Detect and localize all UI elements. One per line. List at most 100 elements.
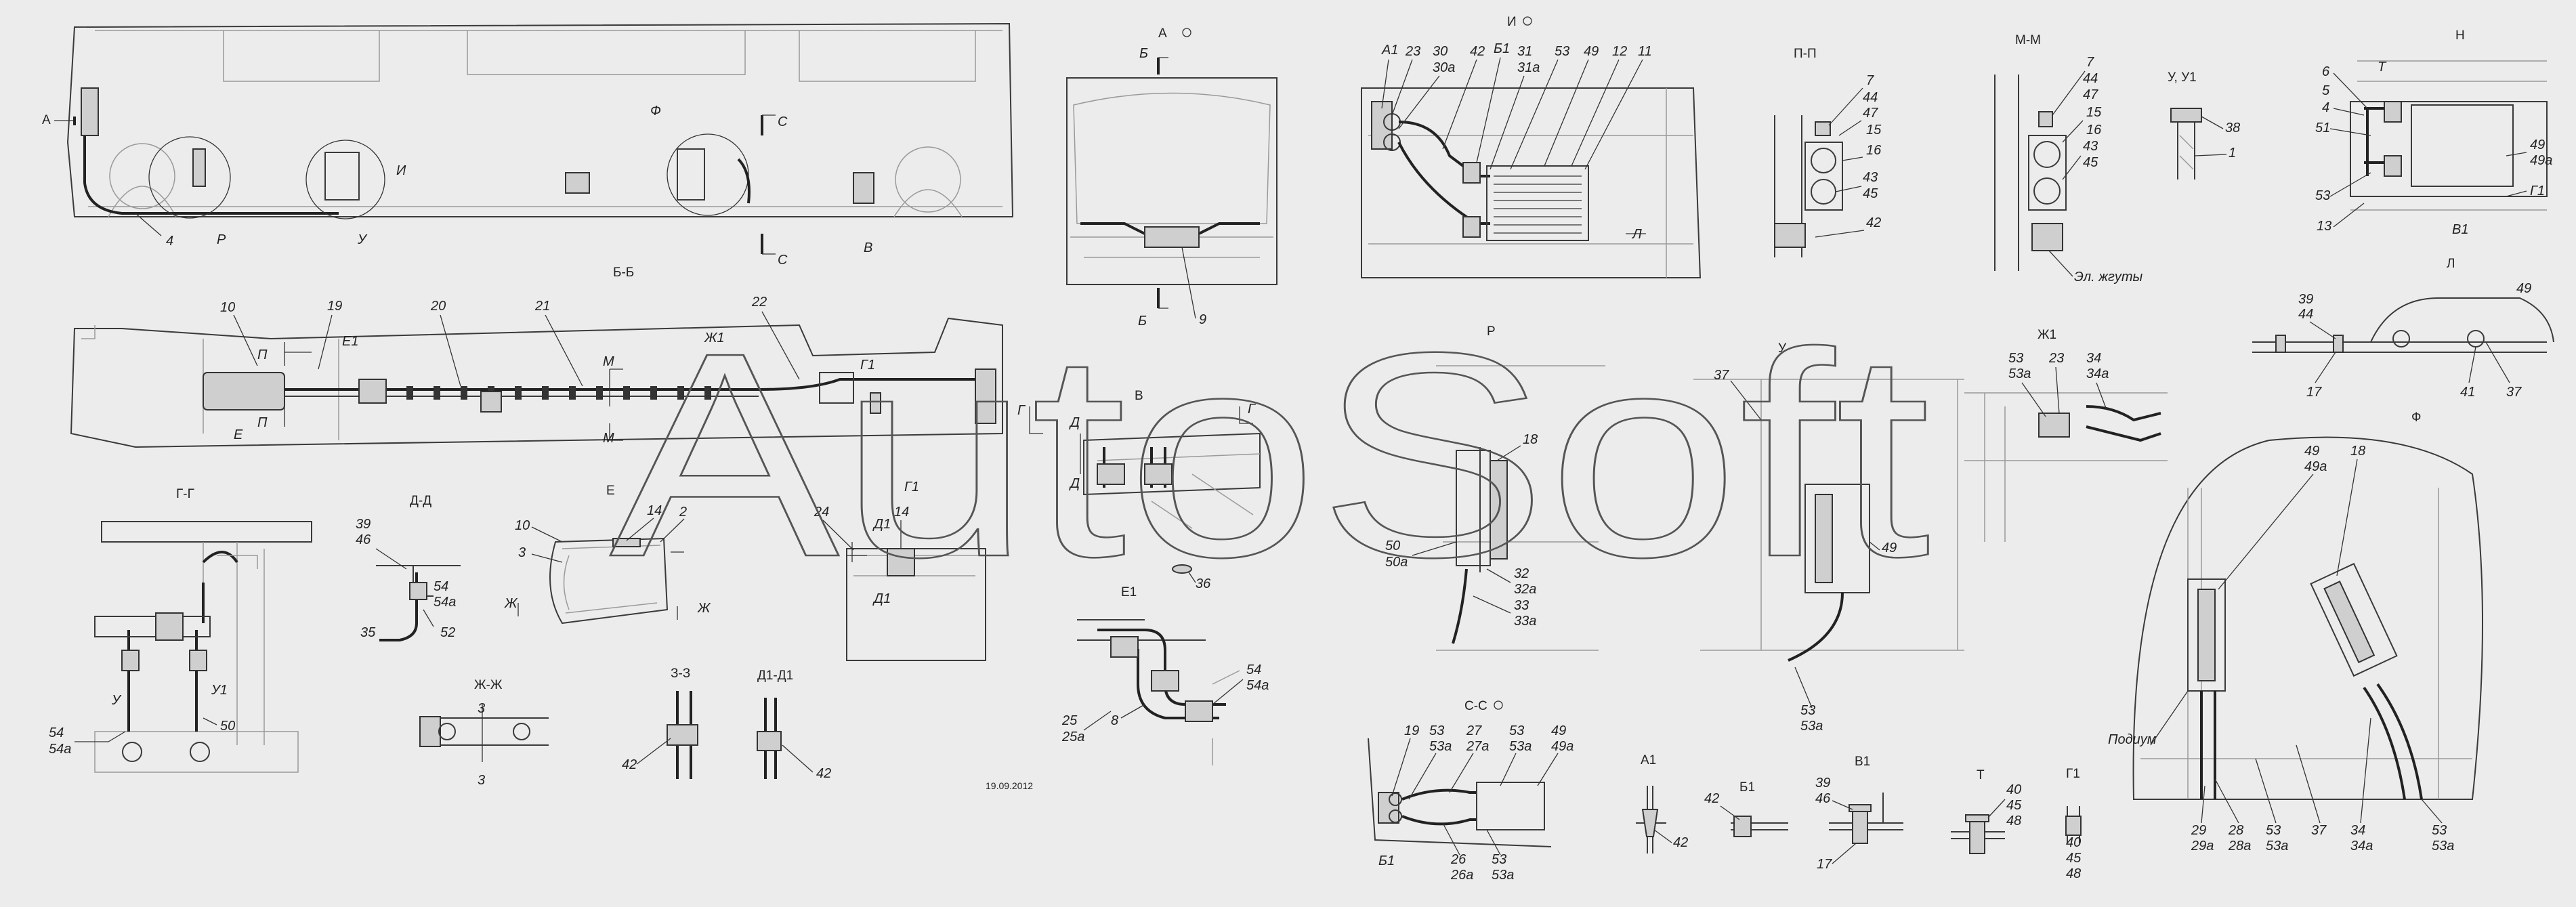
section-l: Л 39 44 49 17 41 37 [2252, 257, 2554, 400]
i-callout-31: 31 [1517, 44, 1532, 59]
section-i: И А1 23 30 30а 42 Б1 31 31а 53 49 12 11 … [1361, 15, 1702, 278]
i-callout-l: Л [1631, 227, 1642, 242]
zhzh-callout-3-top: 3 [478, 701, 485, 716]
view-a-callout-b-top: Б [1139, 46, 1148, 61]
cc-callout-53-c: 53 [1492, 852, 1506, 867]
mm-callout-15: 15 [2086, 105, 2102, 120]
watermark-autosoft: AutoSoft [610, 293, 1932, 618]
view-a-title: А [1158, 26, 1167, 41]
pp-callout-43: 43 [1863, 170, 1878, 185]
section-zh1-title: Ж1 [2037, 328, 2056, 342]
g1-callout-40: 40 [2066, 835, 2081, 850]
r-callout-50a: 50а [1385, 555, 1408, 570]
g1area-callout-g1: Г1 [904, 480, 919, 494]
e-callout-zh-left: Ж [504, 596, 518, 611]
section-d1d1-title: Д1-Д1 [757, 669, 793, 683]
e-callout-zh-right: Ж [697, 601, 711, 616]
i-callout-23: 23 [1405, 44, 1420, 59]
section-mm-title: М-М [2015, 33, 2041, 47]
view-v-callout-v: В [1135, 389, 1143, 403]
zh1-callout-34: 34 [2086, 351, 2101, 366]
section-e-title: Е [606, 484, 615, 498]
g1-callout-45: 45 [2066, 851, 2082, 866]
cc-callout-53a-a: 53а [1429, 739, 1452, 754]
e1-callout-8: 8 [1111, 713, 1118, 728]
bb-callout-e1: Е1 [342, 334, 358, 349]
pp-callout-42: 42 [1866, 215, 1881, 230]
bb-callout-20: 20 [430, 299, 446, 314]
gg-callout-u1: У1 [211, 683, 228, 698]
section-zhzh-title: Ж-Ж [474, 678, 503, 692]
f-callout-28: 28 [2228, 823, 2243, 838]
a1-callout-42: 42 [1673, 835, 1688, 850]
cc-callout-b1: Б1 [1378, 853, 1395, 868]
i-callout-30: 30 [1433, 44, 1448, 59]
section-r: Р 18 50 50а 32 32а 33 33а [1385, 324, 1605, 651]
view-a-callout-9: 9 [1199, 312, 1206, 327]
e-callout-2: 2 [679, 505, 687, 520]
f-callout-podium: Подиум [2108, 732, 2157, 747]
f-callout-53-a: 53 [2266, 823, 2281, 838]
f-callout-53-b: 53 [2432, 823, 2447, 838]
i-callout-53: 53 [1555, 44, 1569, 59]
dd-callout-46: 46 [356, 532, 371, 547]
bb-callout-p-bottom: П [257, 415, 268, 430]
bb-callout-19: 19 [327, 299, 342, 314]
section-b1-title: Б1 [1739, 780, 1755, 795]
section-a1-title: А1 [1641, 753, 1656, 767]
section-f: Ф 49 49а 18 Подиум 29 29а 28 28а 53 53а … [2108, 410, 2483, 853]
cc-callout-26a: 26а [1450, 868, 1473, 883]
section-pp: П-П 7 44 47 15 16 43 45 42 [1774, 47, 1882, 257]
u-callout-53: 53 [1800, 703, 1815, 718]
bb-callout-m-top: М [603, 354, 614, 369]
bb-callout-21: 21 [534, 299, 550, 314]
dd-callout-39: 39 [356, 517, 371, 532]
n-callout-13: 13 [2317, 219, 2331, 234]
bb-callout-zh1: Ж1 [704, 331, 724, 345]
zh1-callout-23: 23 [2048, 351, 2064, 366]
n-callout-t: Т [2378, 60, 2387, 75]
callout-r: Р [217, 232, 226, 247]
uu1-callout-1: 1 [2229, 146, 2236, 161]
callout-i: И [396, 163, 406, 178]
callout-v: В [864, 240, 872, 255]
section-gg-title: Г-Г [176, 487, 194, 501]
e-callout-14: 14 [647, 503, 662, 518]
section-e1-title: Е1 [1121, 585, 1137, 599]
section-l-title: Л [2447, 257, 2455, 271]
n-callout-49a: 49а [2530, 153, 2552, 168]
f-callout-37: 37 [2311, 823, 2327, 838]
f-callout-29a: 29а [2191, 839, 2214, 853]
section-zz-title: З-З [671, 667, 690, 681]
l-callout-44: 44 [2298, 307, 2313, 322]
i-callout-49: 49 [1584, 44, 1599, 59]
r-callout-32a: 32а [1514, 582, 1536, 597]
bb-callout-g: Г [1017, 403, 1026, 418]
bb-callout-p-top: П [257, 347, 268, 362]
g1area-callout-d1-top: Д1 [872, 517, 891, 532]
v1-callout-17: 17 [1817, 857, 1832, 872]
view-v-callout-d-bottom: Д [1069, 476, 1080, 491]
pp-callout-47: 47 [1863, 106, 1878, 121]
section-n-title: Н [2455, 28, 2465, 43]
mm-callout-44: 44 [2083, 71, 2098, 86]
gg-callout-54: 54 [49, 725, 64, 740]
f-callout-34: 34 [2350, 823, 2365, 838]
callout-c-top: С [778, 114, 788, 129]
mm-callout-47: 47 [2083, 87, 2098, 102]
gg-callout-50: 50 [220, 719, 235, 734]
section-gg: Г-Г У У1 54 54а 50 [49, 487, 312, 773]
cc-callout-49: 49 [1551, 723, 1566, 738]
t-callout-40: 40 [2006, 782, 2021, 797]
zh1-callout-34a: 34а [2086, 366, 2109, 381]
i-callout-12: 12 [1612, 44, 1627, 59]
l-callout-37: 37 [2506, 385, 2522, 400]
cc-callout-26: 26 [1450, 852, 1466, 867]
zhzh-callout-3-bottom: 3 [478, 773, 485, 788]
b1-callout-42: 42 [1704, 791, 1719, 806]
view-a: А Б Б 9 [1066, 26, 1278, 329]
section-uu1-title: У, У1 [2168, 70, 2197, 85]
n-callout-5: 5 [2322, 83, 2330, 98]
t-callout-45: 45 [2006, 798, 2022, 813]
section-d1d1: Д1-Д1 42 [757, 669, 831, 781]
